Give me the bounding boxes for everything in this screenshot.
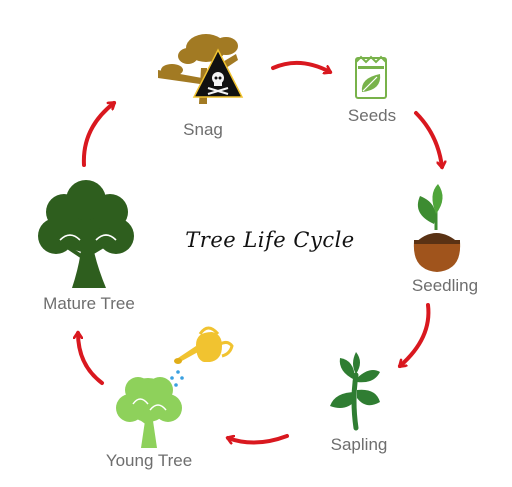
mature-tree-icon [38, 180, 134, 288]
young-tree-icon [116, 377, 182, 448]
arrow-seedling-to-sapling [400, 303, 431, 368]
arrow-mature-tree-to-snag [81, 101, 114, 167]
stage-label-sapling: Sapling [330, 435, 388, 454]
stage-label-seedling: Seedling [411, 276, 479, 295]
arrow-seeds-to-seedling [414, 111, 442, 167]
diagram-title: Tree Life Cycle [185, 228, 355, 252]
watering-can-icon [166, 326, 234, 387]
sapling-plant-icon [330, 352, 380, 431]
snag-tree-hazard-icon [158, 34, 244, 104]
acorn-sprout-icon [413, 184, 461, 272]
seed-packet-icon [355, 55, 387, 99]
stage-label-mature-tree: Mature Tree [43, 294, 135, 313]
arrow-young-tree-to-mature-tree [78, 333, 104, 385]
stage-label-snag: Snag [183, 120, 223, 139]
stage-label-young-tree: Young Tree [105, 451, 193, 470]
stage-label-seeds: Seeds [347, 106, 397, 125]
arrow-snag-to-seeds [271, 60, 330, 72]
arrow-sapling-to-young-tree [228, 434, 289, 443]
